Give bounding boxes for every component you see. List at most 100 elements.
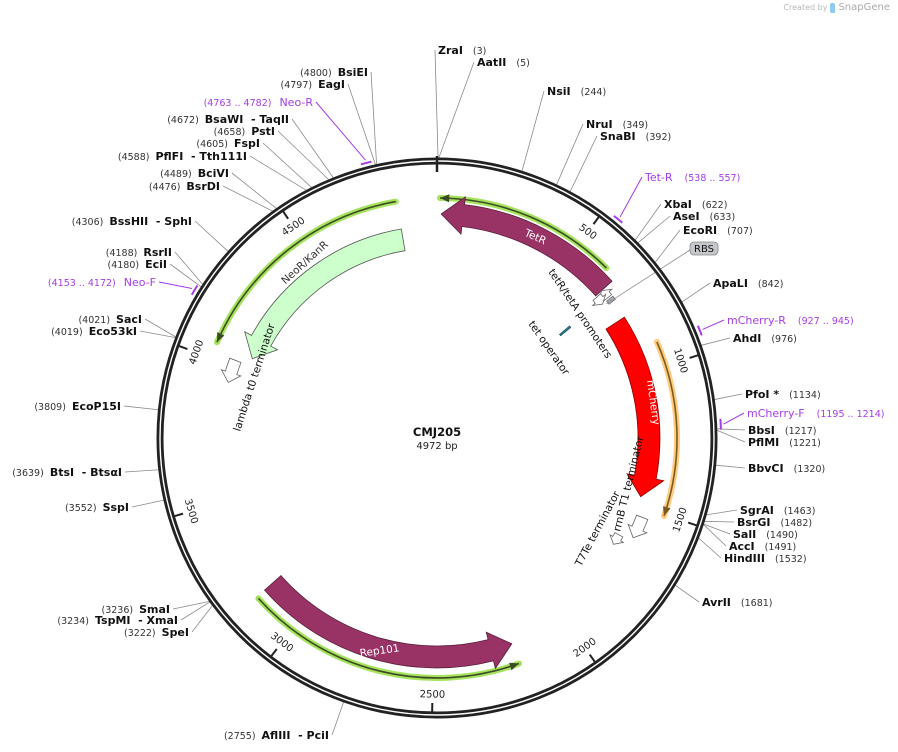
- primer-binding-marker[interactable]: [719, 418, 722, 430]
- enzyme-name: EciI: [145, 258, 167, 271]
- enzyme-site-label[interactable]: (4306)BssHII - SphI: [72, 215, 192, 228]
- enzyme-site-label[interactable]: (3552)SspI: [65, 501, 129, 514]
- primer-binding-marker[interactable]: [613, 215, 623, 224]
- enzyme-connector: [704, 520, 735, 523]
- enzyme-site-label[interactable]: AccI(1491): [729, 540, 796, 553]
- primer-label[interactable]: mCherry-F(1195 .. 1214): [747, 407, 884, 420]
- enzyme-site-label[interactable]: NruI(349): [586, 118, 648, 131]
- enzyme-site-label[interactable]: (4489) BciVI: [160, 167, 229, 180]
- feature-lambda-t0-terminator[interactable]: [220, 357, 242, 383]
- feature-tetr-teta-promoters-forward[interactable]: [591, 293, 607, 306]
- enzyme-site-label[interactable]: (3236)SmaI: [102, 603, 171, 616]
- primer-connector: [723, 412, 745, 425]
- enzyme-name: AflIII - PciI: [262, 729, 329, 742]
- enzyme-connector: [706, 509, 738, 516]
- enzyme-connector: [681, 282, 711, 303]
- enzyme-site-label[interactable]: PfoI *(1134): [745, 388, 821, 401]
- enzyme-name: AhdI: [733, 332, 761, 345]
- feature-mcherry[interactable]: [605, 316, 665, 498]
- primer-label[interactable]: mCherry-R(927 .. 945): [727, 314, 854, 327]
- enzyme-site-label[interactable]: NsiI(244): [547, 85, 606, 98]
- enzyme-site-label[interactable]: (3234)TspMI - XmaI: [57, 614, 178, 627]
- rbs-label-box[interactable]: RBS: [689, 241, 719, 256]
- enzyme-site-label[interactable]: ZraI(3): [438, 44, 486, 57]
- enzyme-site-label[interactable]: (4180)EciI: [108, 258, 168, 271]
- enzyme-position: (349): [623, 120, 649, 131]
- enzyme-position: (1320): [794, 464, 826, 475]
- feature-rrnb-t1-terminator[interactable]: [627, 514, 649, 539]
- orf-line[interactable]: [257, 597, 520, 679]
- enzyme-site-label[interactable]: AhdI (976): [733, 332, 797, 345]
- primer-binding-marker[interactable]: [190, 284, 199, 296]
- enzyme-site-label[interactable]: BbvCI(1320): [748, 462, 825, 475]
- enzyme-site-label[interactable]: (3809)EcoP15I: [34, 400, 121, 413]
- feature-label-rep101[interactable]: Rep101: [359, 642, 400, 659]
- feature-tetr[interactable]: [440, 196, 613, 297]
- enzyme-site-label[interactable]: SnaBI(392): [600, 130, 671, 143]
- enzyme-connector: [370, 71, 378, 165]
- enzyme-site-label[interactable]: (4588)PflFI - Tth111I: [118, 150, 247, 163]
- plasmid-length: 4972 bp: [416, 441, 457, 452]
- enzyme-connector: [521, 90, 545, 172]
- enzyme-site-label[interactable]: PflMI(1221): [748, 436, 821, 449]
- primer-name: Tet-R: [644, 171, 673, 184]
- enzyme-connector: [249, 155, 307, 191]
- enzyme-site-label[interactable]: (4658)PstI: [214, 125, 275, 138]
- orf-line[interactable]: [216, 200, 396, 343]
- enzyme-site-label[interactable]: (4797)EagI: [281, 78, 346, 91]
- enzyme-site-label[interactable]: (4800)BsiEI: [300, 66, 368, 79]
- enzyme-site-label[interactable]: AseI(633): [673, 210, 735, 223]
- enzyme-site-label[interactable]: (4476)BsrDI: [149, 180, 220, 193]
- feature-rep101[interactable]: [263, 575, 513, 670]
- enzyme-site-label[interactable]: (4672)BsaWI - TaqII: [167, 113, 289, 126]
- enzyme-site-label[interactable]: SgrAI(1463): [740, 504, 815, 517]
- enzyme-connector: [139, 330, 176, 339]
- orf-arrowhead-icon: [509, 662, 519, 671]
- primer-label[interactable]: (4763 .. 4782)Neo-R: [204, 96, 314, 109]
- enzyme-site-label[interactable]: (3639)BtsI - BtsαI: [12, 466, 122, 479]
- enzyme-position: (2755): [224, 731, 256, 742]
- enzyme-connector: [438, 61, 475, 159]
- primer-binding-marker[interactable]: [696, 325, 703, 336]
- enzyme-connector: [716, 429, 746, 443]
- enzyme-connector: [124, 469, 159, 473]
- enzyme-position: (4489): [160, 169, 192, 180]
- enzyme-site-label[interactable]: EcoRI(707): [683, 224, 753, 237]
- enzyme-position: (976): [771, 334, 797, 345]
- enzyme-name: SspI: [103, 501, 129, 514]
- orf-arrowhead-icon: [440, 194, 450, 203]
- enzyme-position: (1134): [789, 390, 821, 401]
- feature-tet-operator[interactable]: [559, 325, 572, 337]
- enzyme-site-label[interactable]: (2755) AflIII - PciI: [224, 729, 329, 742]
- primer-label[interactable]: Tet-R(538 .. 557): [644, 171, 740, 184]
- feature-t7te-terminator[interactable]: [609, 532, 625, 545]
- tick-mark: [270, 648, 278, 657]
- enzyme-site-label[interactable]: (4605)FspI: [196, 137, 260, 150]
- enzyme-site-label[interactable]: (4019)Eco53kI: [51, 325, 137, 338]
- rbs-box: [689, 241, 719, 256]
- primer-binding-marker[interactable]: [360, 160, 372, 166]
- enzyme-site-label[interactable]: SalI(1490): [733, 528, 798, 541]
- enzyme-site-label[interactable]: BsrGI(1482): [737, 516, 812, 529]
- enzyme-position: (633): [710, 212, 736, 223]
- orf-line[interactable]: [656, 341, 678, 517]
- primer-label[interactable]: (4153 .. 4172)Neo-F: [48, 276, 156, 289]
- enzyme-site-label[interactable]: (4021)SacI: [78, 313, 142, 326]
- enzyme-site-label[interactable]: (3222)SpeI: [124, 626, 189, 639]
- feature-neor-kanr[interactable]: [244, 228, 406, 360]
- enzyme-site-label[interactable]: XbaI(622): [664, 198, 727, 211]
- enzyme-name: BsiEI: [338, 66, 368, 79]
- enzyme-site-label[interactable]: HindIII(1532): [724, 552, 807, 565]
- enzyme-site-label[interactable]: AatII(5): [477, 56, 530, 69]
- enzyme-site-label[interactable]: ApaLI(842): [713, 277, 783, 290]
- enzyme-name: BciVI: [198, 167, 229, 180]
- enzyme-site-label[interactable]: BbsI(1217): [748, 424, 817, 437]
- enzyme-position: (3809): [34, 402, 66, 413]
- enzyme-name: BsrGI: [737, 516, 770, 529]
- enzyme-name: BtsI - BtsαI: [50, 466, 122, 479]
- enzyme-site-label[interactable]: (4188)RsrII: [106, 246, 172, 259]
- enzyme-connector: [172, 600, 210, 610]
- enzyme-site-label[interactable]: AvrII(1681): [702, 596, 773, 609]
- feature-label-tet-operator[interactable]: tet operator: [526, 319, 572, 378]
